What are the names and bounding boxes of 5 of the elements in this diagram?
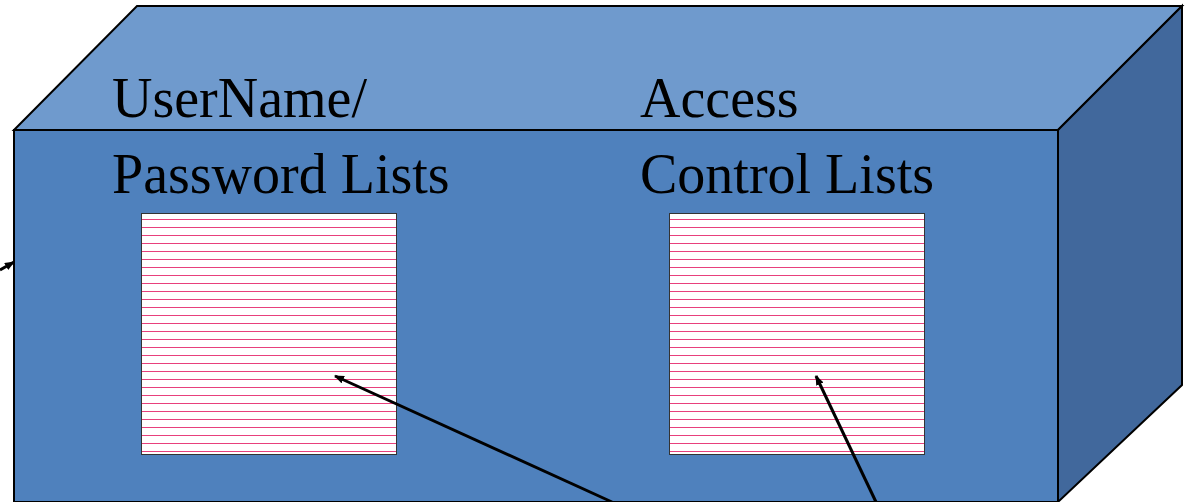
list-heading: UserName/ Password Lists [112,66,451,207]
arrow [334,374,613,502]
arrow [814,375,878,502]
list-heading: Access Control Lists [640,66,936,207]
arrow [0,260,15,272]
